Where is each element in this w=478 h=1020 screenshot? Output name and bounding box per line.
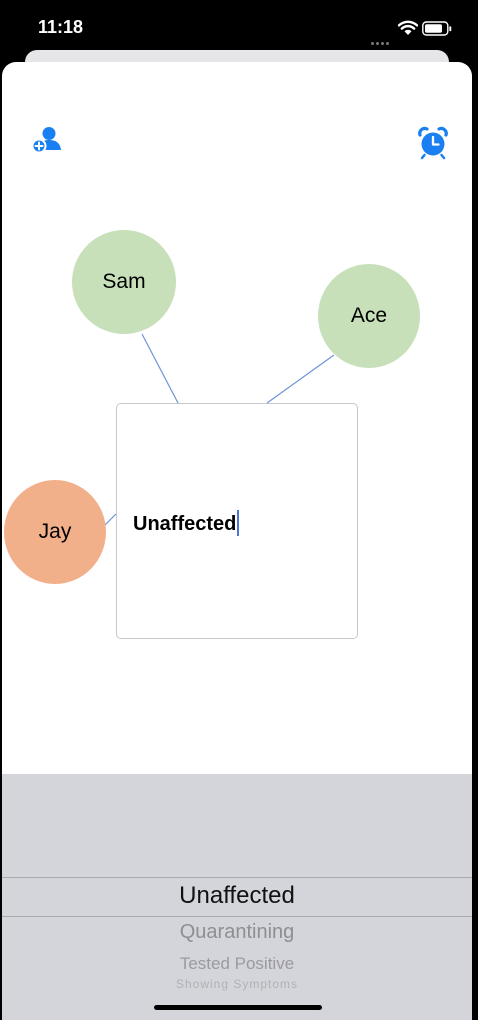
link-ace (266, 354, 335, 404)
contact-graph: Sam Ace Jay Unaffected (2, 62, 472, 772)
status-value: Unaffected (133, 513, 237, 535)
contact-node-label: Ace (350, 304, 388, 327)
picker-option[interactable]: Tested Positive (179, 954, 295, 973)
main-sheet: Sam Ace Jay Unaffected Unaffected Quaran… (2, 62, 472, 1020)
picker-option[interactable]: Quarantining (179, 921, 295, 943)
status-bar: 11:18 (0, 0, 478, 60)
alarm-icon[interactable] (416, 126, 450, 160)
home-indicator[interactable] (154, 1005, 322, 1010)
contact-node-label: Sam (102, 270, 146, 293)
link-sam (141, 333, 179, 404)
picker-selection-divider (2, 916, 472, 917)
wifi-icon (398, 20, 418, 35)
contact-node-sam[interactable]: Sam (72, 230, 176, 334)
picker-option[interactable]: Showing Symptoms (175, 977, 299, 991)
text-cursor (237, 510, 240, 536)
contact-node-label: Jay (38, 520, 72, 543)
status-time: 11:18 (38, 17, 84, 37)
picker-option-selected[interactable]: Unaffected (179, 882, 295, 909)
person-add-icon[interactable] (30, 124, 64, 158)
status-text-field[interactable]: Unaffected (116, 403, 358, 639)
cellular-signal-icon (371, 30, 391, 49)
status-picker[interactable]: Unaffected Quarantining Tested Positive … (2, 774, 472, 1020)
contact-node-jay[interactable]: Jay (4, 480, 106, 584)
battery-icon (422, 21, 452, 36)
contact-node-ace[interactable]: Ace (318, 264, 420, 368)
picker-selection-divider (2, 877, 472, 878)
